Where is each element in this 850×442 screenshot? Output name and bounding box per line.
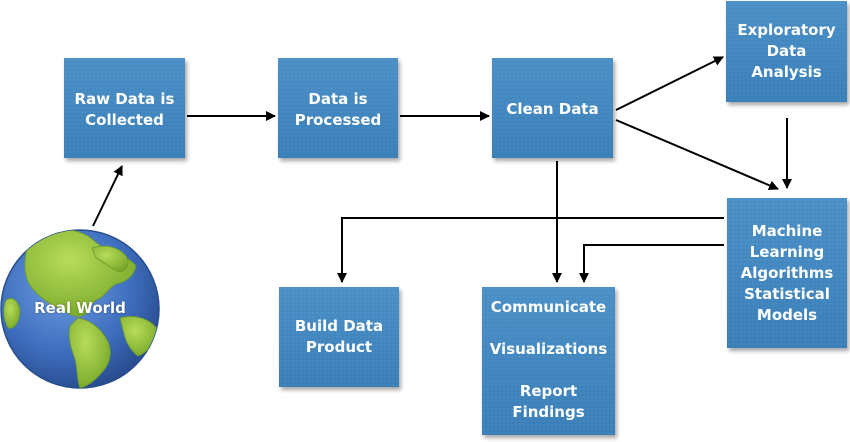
node-ml-line-5: Models [756, 305, 818, 324]
node-eda-line-3: Analysis [751, 63, 822, 81]
globe-icon [0, 229, 160, 389]
node-ml-line-1: Machine [751, 221, 823, 240]
node-build-data-product: Build Data Product [279, 287, 399, 387]
arrow-world-to-raw [92, 165, 123, 227]
real-world-label: Real World [34, 299, 126, 317]
node-communicate-line-1: Communicate [490, 298, 607, 316]
arrow-ml-to-build [337, 217, 724, 283]
node-communicate-line-3: Report [519, 382, 578, 400]
node-communicate-line-4: Findings [512, 403, 585, 421]
node-raw-line-2: Collected [85, 111, 164, 129]
node-clean-data: Clean Data [492, 58, 613, 158]
node-processed-line-1: Data is [308, 90, 368, 108]
arrow-ml-to-communicate [579, 244, 724, 283]
node-exploratory-data-analysis: Exploratory Data Analysis [726, 1, 847, 102]
node-eda-line-1: Exploratory [737, 21, 836, 39]
node-clean-line-1: Clean Data [506, 100, 599, 118]
arrow-clean-to-eda [615, 56, 724, 111]
node-communicate-line-2: Visualizations [489, 340, 608, 358]
node-eda-line-2: Data [766, 42, 807, 60]
node-processed-line-2: Processed [294, 111, 382, 129]
node-raw-data-collected: Raw Data is Collected [64, 58, 185, 158]
node-ml-line-4: Statistical [744, 284, 830, 303]
arrow-clean-to-ml [615, 119, 779, 191]
node-communicate: Communicate Visualizations Report Findin… [482, 287, 615, 435]
node-raw-line-1: Raw Data is [74, 90, 175, 108]
node-ml-line-3: Algorithms [740, 263, 834, 282]
node-machine-learning: Machine Learning Algorithms Statistical … [727, 198, 847, 348]
node-data-processed: Data is Processed [278, 58, 398, 158]
node-build-line-2: Product [305, 338, 373, 356]
node-build-line-1: Build Data [294, 317, 384, 335]
node-ml-line-2: Learning [749, 242, 825, 261]
